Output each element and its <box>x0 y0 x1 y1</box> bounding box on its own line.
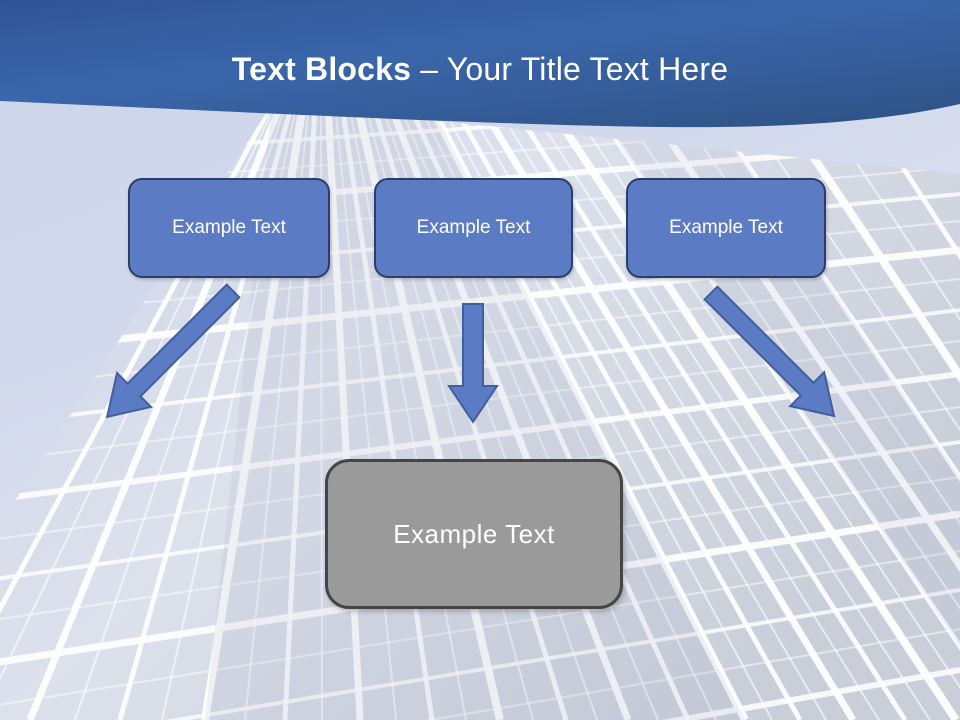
summary-block[interactable]: Example Text <box>325 459 623 609</box>
text-block-3[interactable]: Example Text <box>626 178 826 278</box>
text-block-3-label: Example Text <box>669 217 783 238</box>
page-title-regular: – Your Title Text Here <box>420 51 729 87</box>
page-title-bold: Text Blocks <box>231 51 421 87</box>
text-block-2[interactable]: Example Text <box>374 178 573 278</box>
text-block-1[interactable]: Example Text <box>128 178 330 278</box>
text-block-2-label: Example Text <box>416 217 531 238</box>
summary-block-label: Example Text <box>393 518 555 549</box>
text-block-1-label: Example Text <box>172 217 286 238</box>
page-title: Text Blocks – Your Title Text Here <box>0 50 960 88</box>
